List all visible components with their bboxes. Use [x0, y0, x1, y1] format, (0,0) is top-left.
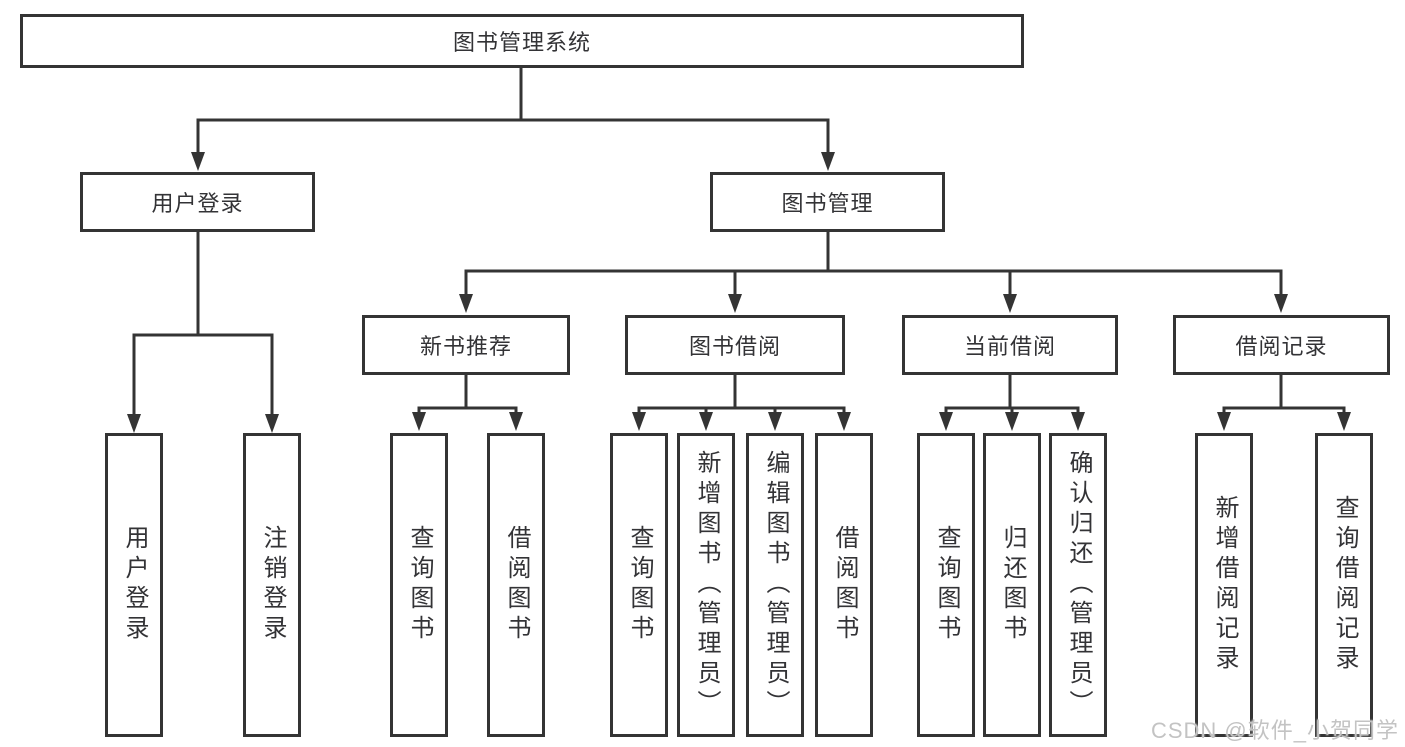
node-label: 图书借阅	[688, 334, 781, 359]
node-current-borrowing: 当前借阅	[902, 315, 1118, 375]
node-leaf-query-books-current: 查询图书	[917, 433, 975, 737]
node-leaf-user-login: 用户登录	[105, 433, 163, 737]
node-label: 编辑图书（管理员）	[762, 450, 789, 720]
node-leaf-query-books-borrow: 查询图书	[610, 433, 668, 737]
node-leaf-edit-books-admin: 编辑图书（管理员）	[746, 433, 804, 737]
node-label: 借阅图书	[831, 525, 858, 645]
node-leaf-add-books-admin: 新增图书（管理员）	[677, 433, 735, 737]
node-leaf-borrow-books: 借阅图书	[815, 433, 873, 737]
connector-user-login	[127, 230, 279, 433]
watermark: CSDN @软件_小贺同学	[1150, 718, 1399, 743]
node-leaf-confirm-return-admin: 确认归还（管理员）	[1049, 433, 1107, 737]
node-label: 查询图书	[933, 525, 960, 645]
node-leaf-query-borrow-record: 查询借阅记录	[1315, 433, 1373, 737]
node-label: 归还图书	[999, 525, 1026, 645]
node-label: 借阅图书	[503, 525, 530, 645]
node-leaf-query-books-recommend: 查询图书	[390, 433, 448, 737]
node-user-login: 用户登录	[80, 172, 315, 232]
node-library-management-system: 图书管理系统	[20, 14, 1024, 68]
node-label: 图书管理系统	[452, 30, 591, 55]
connector-current-borrowing	[939, 373, 1085, 431]
node-leaf-add-borrow-record: 新增借阅记录	[1195, 433, 1253, 737]
node-leaf-logout: 注销登录	[243, 433, 301, 737]
node-label: 注销登录	[259, 525, 286, 645]
connector-root	[191, 66, 835, 171]
node-label: 新增图书（管理员）	[693, 450, 720, 720]
node-label: 用户登录	[121, 525, 148, 645]
node-label: 借阅记录	[1235, 334, 1328, 359]
node-leaf-borrow-books-recommend: 借阅图书	[487, 433, 545, 737]
node-label: 查询图书	[626, 525, 653, 645]
connector-book-borrowing	[632, 373, 851, 431]
connector-borrowing-records	[1217, 373, 1351, 431]
connector-book-management	[459, 230, 1288, 313]
node-label: 查询借阅记录	[1331, 495, 1358, 675]
node-label: 新书推荐	[419, 334, 512, 359]
node-label: 查询图书	[406, 525, 433, 645]
node-label: 图书管理	[781, 191, 874, 216]
node-book-management: 图书管理	[710, 172, 945, 232]
node-label: 新增借阅记录	[1211, 495, 1238, 675]
node-label: 确认归还（管理员）	[1065, 450, 1092, 720]
node-new-book-recommend: 新书推荐	[362, 315, 570, 375]
node-borrowing-records: 借阅记录	[1173, 315, 1390, 375]
connector-new-book-recommend	[412, 373, 523, 431]
node-book-borrowing: 图书借阅	[625, 315, 845, 375]
node-label: 用户登录	[151, 191, 244, 216]
node-label: 当前借阅	[963, 334, 1056, 359]
node-leaf-return-books: 归还图书	[983, 433, 1041, 737]
